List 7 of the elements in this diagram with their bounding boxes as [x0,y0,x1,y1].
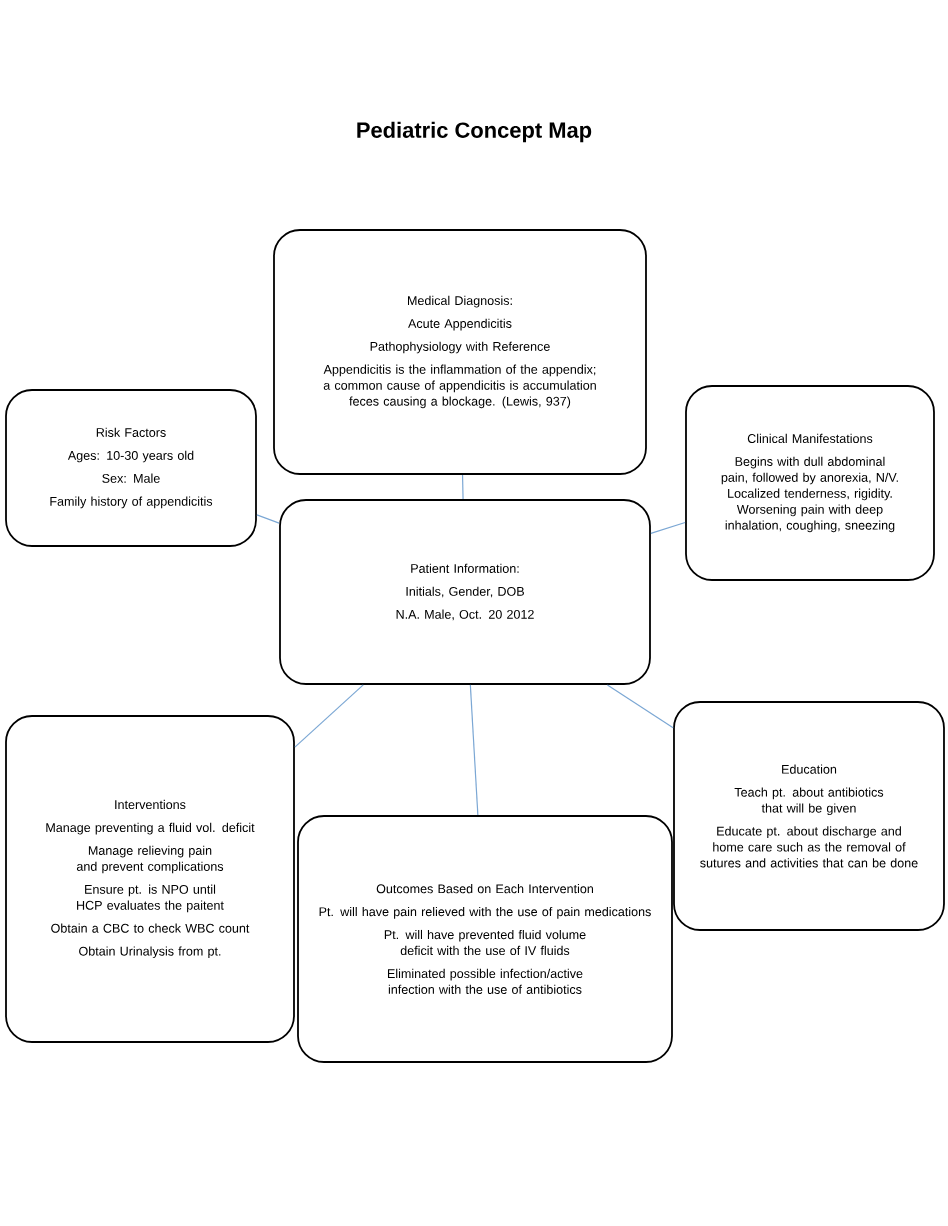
connector-line [606,684,674,729]
connector-line [256,514,280,524]
title: Pediatric Concept Map [357,121,592,143]
connector-line [294,684,364,748]
connector-line [461,474,464,500]
connector-line [469,684,479,816]
connector-line [650,521,686,534]
